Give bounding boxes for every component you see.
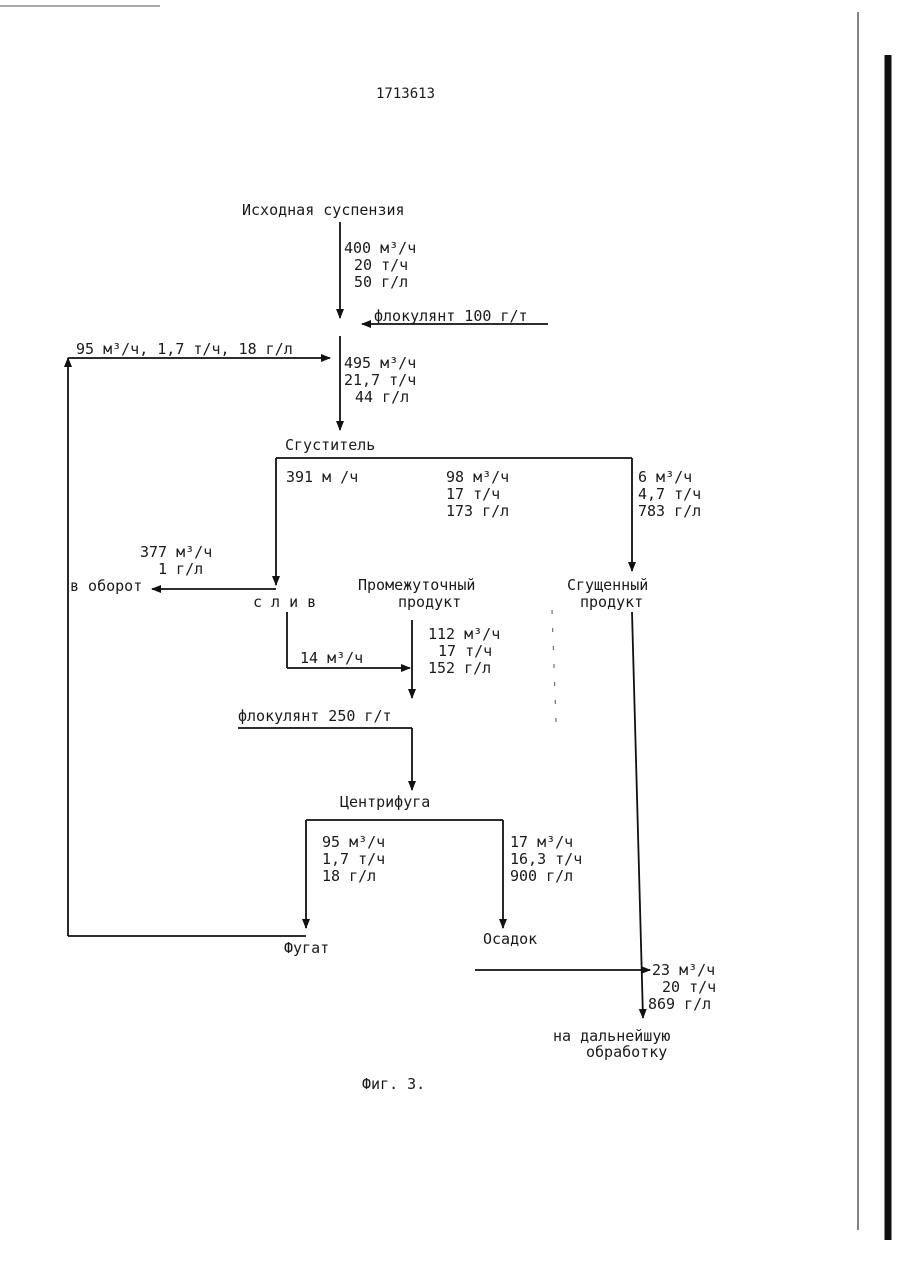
flow-fugate-1: 95 м³/ч xyxy=(322,834,385,850)
node-intermediate-1: Промежуточный xyxy=(358,577,475,593)
node-centrifuge: Центрифуга xyxy=(340,794,430,810)
flow-intermediate-3: 173 г/л xyxy=(446,503,509,519)
flow-recycle-1: 377 м³/ч xyxy=(140,544,212,560)
flow-thickener-in-1: 495 м³/ч xyxy=(344,355,416,371)
flow-intermediate-2: 17 т/ч xyxy=(446,486,500,502)
flow-overflow-to-mix: 14 м³/ч xyxy=(300,650,363,666)
node-recycle: в оборот xyxy=(70,578,142,594)
flow-thickened-2: 4,7 т/ч xyxy=(638,486,701,502)
flow-sediment-1: 17 м³/ч xyxy=(510,834,573,850)
flow-flocculant-2: флокулянт 250 г/т xyxy=(238,708,392,724)
node-thickener: Сгуститель xyxy=(285,437,375,453)
flow-final-3: 869 г/л xyxy=(648,996,711,1012)
flow-final-1: 23 м³/ч xyxy=(652,962,715,978)
node-fugate: Фугат xyxy=(284,940,329,956)
flow-centrifuge-feed-2: 17 т/ч xyxy=(438,643,492,659)
flow-feed-2: 20 т/ч xyxy=(354,257,408,273)
node-further-2: обработку xyxy=(586,1044,667,1060)
flow-feed-1: 400 м³/ч xyxy=(344,240,416,256)
flow-final-2: 20 т/ч xyxy=(662,979,716,995)
flow-flocculant-1: флокулянт 100 г/т xyxy=(374,308,528,324)
document-number: 1713613 xyxy=(376,86,435,102)
flow-feed-3: 50 г/л xyxy=(354,274,408,290)
node-thickened-2: продукт xyxy=(580,594,643,610)
node-further-1: на дальнейшую xyxy=(553,1028,670,1044)
flow-thickened-3: 783 г/л xyxy=(638,503,701,519)
scan-mark xyxy=(552,610,556,722)
flow-sediment-2: 16,3 т/ч xyxy=(510,851,582,867)
flow-fugate-2: 1,7 т/ч xyxy=(322,851,385,867)
flow-sediment-3: 900 г/л xyxy=(510,868,573,884)
flow-intermediate-1: 98 м³/ч xyxy=(446,469,509,485)
flow-overflow-total: 391 м /ч xyxy=(286,469,358,485)
flow-thickener-in-3: 44 г/л xyxy=(355,389,409,405)
node-sediment: Осадок xyxy=(483,931,537,947)
flow-thickened-1: 6 м³/ч xyxy=(638,469,692,485)
edge-thickened-final xyxy=(632,612,643,1018)
figure-caption: Фиг. 3. xyxy=(362,1076,425,1092)
node-overflow: с л и в xyxy=(253,594,316,610)
flow-fugate-3: 18 г/л xyxy=(322,868,376,884)
flow-recycle-2: 1 г/л xyxy=(158,561,203,577)
flow-return: 95 м³/ч, 1,7 т/ч, 18 г/л xyxy=(76,341,293,357)
node-intermediate-2: продукт xyxy=(398,594,461,610)
node-source: Исходная суспензия xyxy=(242,202,405,218)
node-thickened-1: Сгущенный xyxy=(567,577,648,593)
flow-thickener-in-2: 21,7 т/ч xyxy=(344,372,416,388)
flow-centrifuge-feed-3: 152 г/л xyxy=(428,660,491,676)
flow-centrifuge-feed-1: 112 м³/ч xyxy=(428,626,500,642)
